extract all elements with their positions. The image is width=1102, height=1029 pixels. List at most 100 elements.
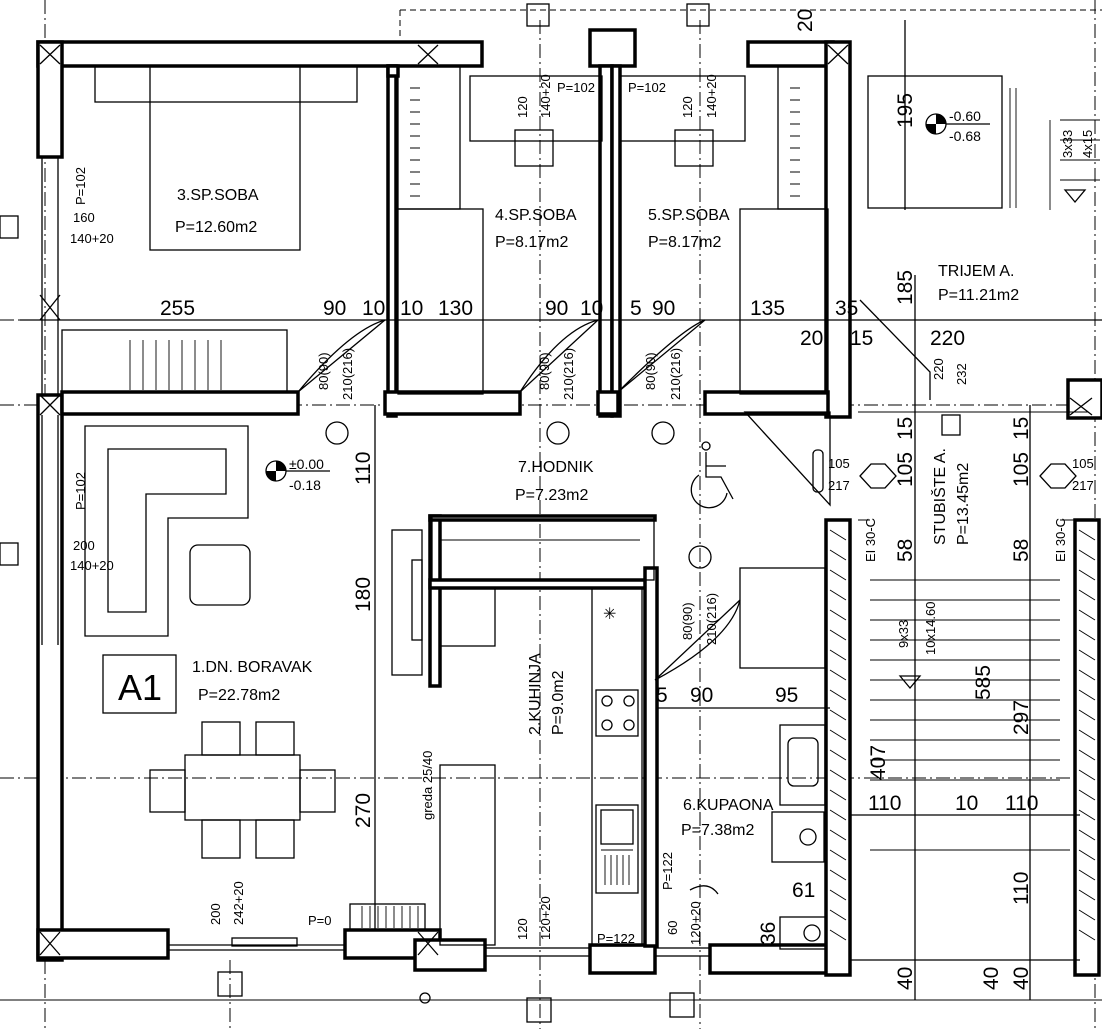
level-main-bottom: -0.18 <box>289 477 321 493</box>
win-bottom1-p: P=0 <box>308 913 332 928</box>
svg-text:✳: ✳ <box>603 606 616 623</box>
dim-95: 95 <box>775 684 798 707</box>
win-left2-p: P=102 <box>73 472 88 510</box>
win-top2-h: 140+20 <box>704 74 719 118</box>
room-area-trijem: P=11.21m2 <box>938 287 1019 304</box>
level-porch-bottom: -0.68 <box>949 128 981 144</box>
fire-walls <box>829 529 1096 941</box>
living-furniture <box>84 425 426 931</box>
room-name-stubiste: STUBIŠTE A. <box>930 448 949 545</box>
win-top1-p: P=102 <box>557 80 595 95</box>
windows <box>41 75 746 957</box>
note-ei-left: EI 30-C <box>863 518 878 562</box>
dim-15b: 15 <box>894 417 917 440</box>
dim-35: 35 <box>835 297 858 320</box>
note-stairs3: 9x33 <box>896 620 911 648</box>
dim-185: 185 <box>894 270 917 305</box>
dim-40a: 40 <box>894 967 917 990</box>
win-bottom3-h: 120+20 <box>688 901 703 945</box>
room-area-soba4: P=8.17m2 <box>495 234 568 251</box>
beds <box>94 65 829 395</box>
room-name-boravak: 1.DN. BORAVAK <box>192 659 313 676</box>
level-marker-main <box>265 460 330 482</box>
dim-195: 195 <box>894 93 917 128</box>
dim-407: 407 <box>867 745 890 780</box>
note-stairs1: 3x33 <box>1060 130 1075 158</box>
dim-40b: 40 <box>980 967 1003 990</box>
note-stairs4: 10x14.60 <box>923 602 938 656</box>
dimension-lines <box>20 20 1102 1000</box>
dim-20: 20 <box>800 327 823 350</box>
dim-135: 135 <box>750 297 785 320</box>
dim-110b: 110 <box>868 792 901 815</box>
note-ei-right: EI 30-C <box>1053 518 1068 562</box>
room-name-soba3: 3.SP.SOBA <box>177 187 259 204</box>
stair-door-r-w: 105 <box>1072 456 1094 471</box>
bathroom-fixtures <box>689 567 827 950</box>
doors <box>297 299 931 681</box>
stair-door-l-w: 105 <box>828 456 850 471</box>
dim-90a: 90 <box>323 297 346 320</box>
room-area-kuhinja: P=9.0m2 <box>550 670 567 735</box>
room-area-hodnik: P=7.23m2 <box>515 487 588 504</box>
dim-10d: 10 <box>955 792 978 815</box>
room-name-hodnik: 7.HODNIK <box>518 459 594 476</box>
win-top1-h: 140+20 <box>538 74 553 118</box>
dim-20top: 20 <box>794 9 817 32</box>
win-bath-p: P=122 <box>660 852 675 890</box>
door-kupaona-h: 210(216) <box>704 593 719 645</box>
room-name-kuhinja: 2.KUHINJA <box>527 653 544 735</box>
dim-90b: 90 <box>545 297 568 320</box>
wheelchair-icon <box>690 441 734 509</box>
room-area-soba3: P=12.60m2 <box>175 219 257 236</box>
dim-105a: 105 <box>894 452 917 487</box>
dim-90c: 90 <box>652 297 675 320</box>
dim-5b: 5 <box>656 684 668 707</box>
unit-label: A1 <box>118 667 162 708</box>
room-name-soba4: 4.SP.SOBA <box>495 207 577 224</box>
axis-markers <box>0 3 710 1023</box>
door-soba5-w: 80(90) <box>643 352 658 390</box>
room-name-trijem: TRIJEM A. <box>938 263 1014 280</box>
win-bottom1-w: 200 <box>208 903 223 925</box>
win-top1-w: 120 <box>515 96 530 118</box>
unit-label-box <box>102 654 177 714</box>
kitchen-units: ✳ <box>439 587 643 947</box>
dim-40c: 40 <box>1010 967 1033 990</box>
win-bottom3-w: 60 <box>665 921 680 935</box>
door-soba3-h: 210(216) <box>340 348 355 400</box>
level-main-top: ±0.00 <box>289 456 324 472</box>
dim-61: 61 <box>792 879 815 902</box>
dim-180: 180 <box>352 577 375 612</box>
dim-130: 130 <box>438 297 473 320</box>
win-bottom2-w: 120 <box>515 918 530 940</box>
win-left1-p: P=102 <box>73 167 88 205</box>
dim-10a: 10 <box>362 297 385 320</box>
note-stairs2: 4x15 <box>1080 130 1095 158</box>
room-area-stubiste: P=13.45m2 <box>955 463 972 545</box>
level-marker-porch <box>925 113 990 135</box>
level-porch-top: -0.60 <box>949 108 981 124</box>
door-soba4-w: 80(90) <box>537 352 552 390</box>
stair-door-r-h: 217 <box>1072 478 1094 493</box>
dim-585: 585 <box>972 665 995 700</box>
dim-220: 220 <box>930 327 965 350</box>
dim-297: 297 <box>1010 700 1033 735</box>
room-area-boravak: P=22.78m2 <box>198 687 280 704</box>
door-stair-w: 220 <box>931 358 946 380</box>
win-top2-p: P=102 <box>628 80 666 95</box>
dim-10c: 10 <box>580 297 603 320</box>
win-left2-w: 200 <box>73 538 95 553</box>
door-stair-h: 232 <box>954 363 969 385</box>
dim-270: 270 <box>352 793 375 828</box>
win-bottom2-h: 120+20 <box>538 896 553 940</box>
room-area-soba5: P=8.17m2 <box>648 234 721 251</box>
dim-105b: 105 <box>1010 452 1033 487</box>
dim-15c: 15 <box>1010 417 1033 440</box>
win-left1-w: 160 <box>73 210 95 225</box>
door-soba5-h: 210(216) <box>668 348 683 400</box>
win-top2-w: 120 <box>680 96 695 118</box>
room-area-kupaona: P=7.38m2 <box>681 822 754 839</box>
dim-110c: 110 <box>1005 792 1038 815</box>
